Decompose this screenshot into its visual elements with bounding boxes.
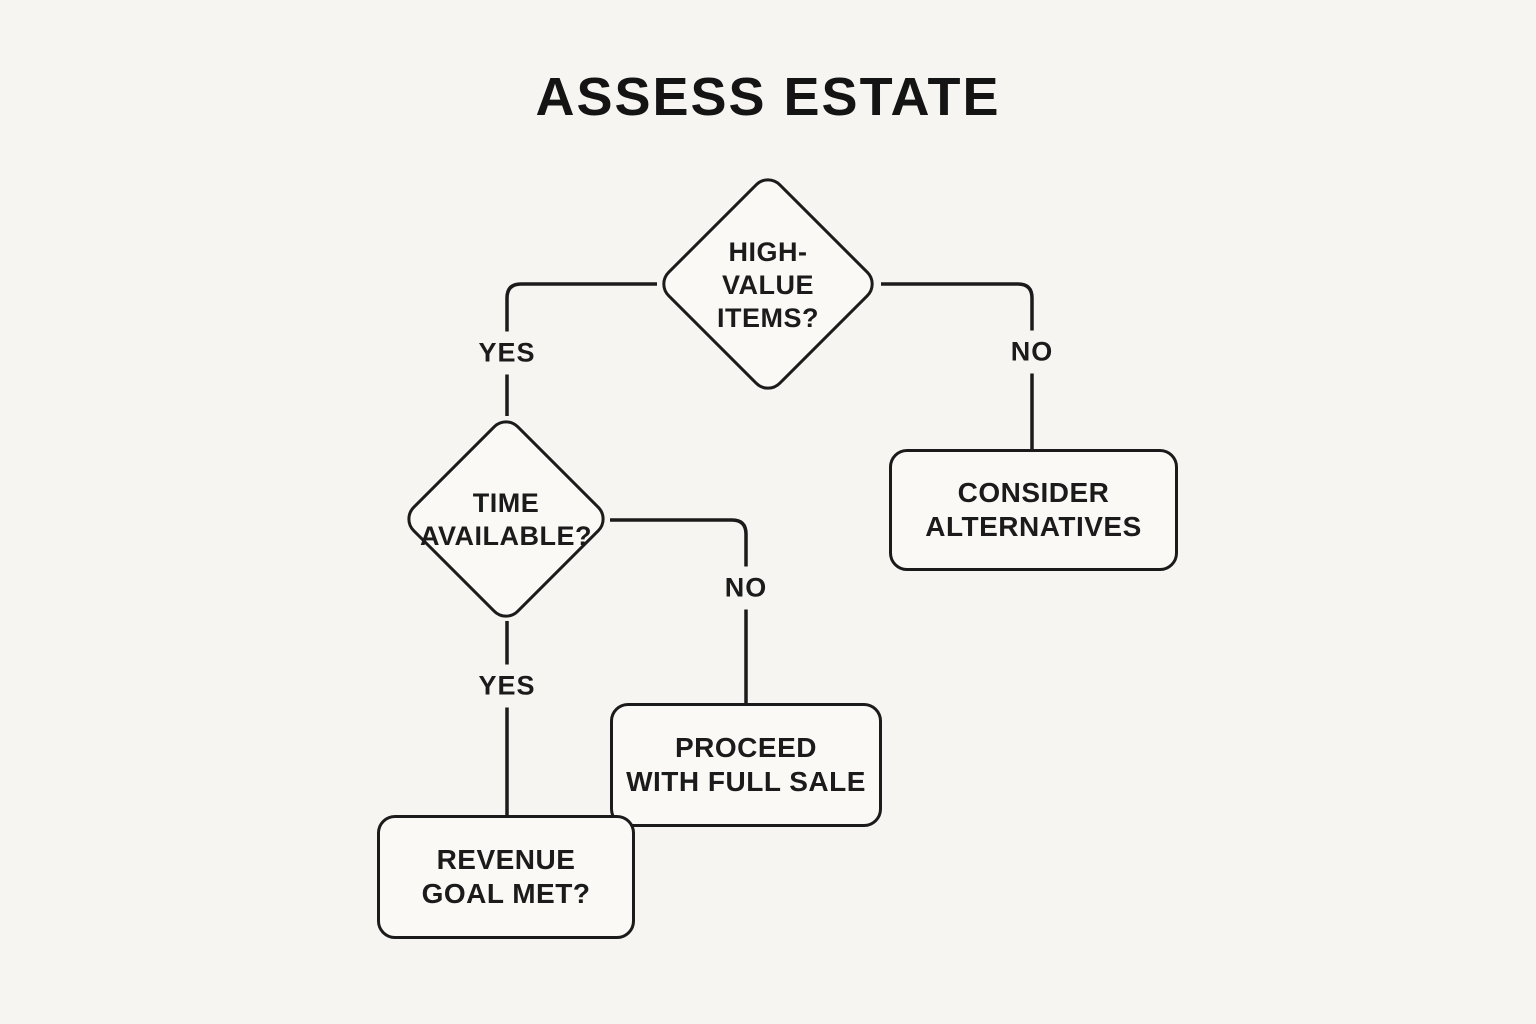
edge-label-time-no: NO: [718, 566, 774, 610]
edge-label-time-yes: YES: [472, 664, 542, 708]
process-proceed-full-sale: PROCEED WITH FULL SALE: [610, 703, 882, 827]
connector-high-value-yes: [505, 282, 657, 416]
connector-time-no: [610, 518, 748, 706]
decision-time-available-label: TIME AVAILABLE?: [420, 488, 592, 551]
edge-label-high-value-no: NO: [1004, 330, 1060, 374]
connector-high-value-no: [881, 282, 1034, 452]
process-consider-alternatives: CONSIDER ALTERNATIVES: [889, 449, 1178, 571]
decision-high-value-items-label: HIGH- VALUE ITEMS?: [717, 236, 819, 333]
edge-label-high-value-yes: YES: [472, 331, 542, 375]
process-revenue-goal-met: REVENUE GOAL MET?: [377, 815, 635, 939]
page-title: ASSESS ESTATE: [535, 67, 1001, 127]
